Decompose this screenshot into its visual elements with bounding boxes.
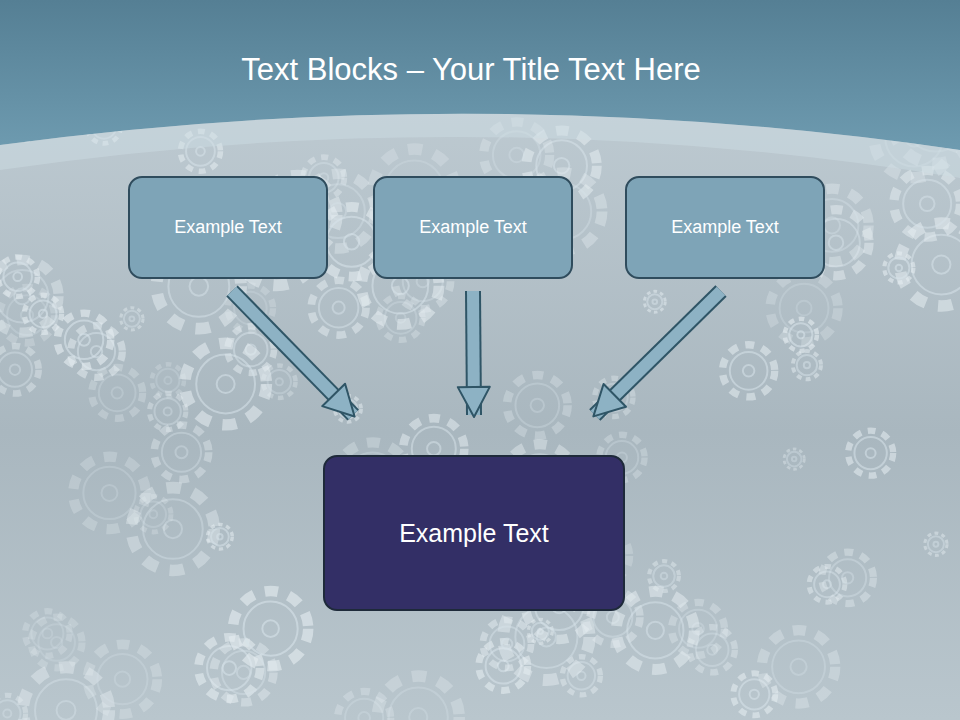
arrow-body [595,291,721,415]
gear [185,343,267,425]
gear [784,449,804,469]
gear [208,524,233,549]
gear [884,253,913,282]
gear [507,375,568,436]
gear [311,280,366,335]
gear [483,620,531,668]
gear [616,591,694,669]
arrow-body [473,291,474,415]
gear [71,326,123,378]
gear [31,617,82,668]
gear [848,431,893,476]
gear [263,366,295,398]
flow-arrow [473,291,474,415]
band-edge [0,114,960,178]
gear [809,566,845,602]
block-text: Example Text [419,217,527,238]
gear [562,657,600,695]
gear [894,170,960,237]
gear [214,642,274,702]
block-text: Example Text [671,217,779,238]
arrow-outline [595,291,721,415]
gear [0,257,37,297]
gear [0,695,26,720]
arrow-outline [232,291,353,415]
arrow-outline [473,291,474,415]
gear [131,488,214,571]
gear [154,425,208,479]
gear [672,602,725,655]
gear [822,552,874,604]
text-block: Example Text [128,176,328,279]
gear [233,591,308,666]
gear [723,345,775,397]
block-text: Example Text [174,217,282,238]
gear [121,308,143,330]
gear [149,393,185,429]
gear-texture [0,77,960,720]
gear [762,630,835,703]
gear [136,497,171,532]
gear [644,291,665,312]
result-box: Example Text [323,455,625,611]
slide-title: Text Blocks – Your Title Text Here [0,52,942,88]
gear [0,346,39,394]
block-text: Example Text [399,519,549,548]
gear [57,313,110,366]
gear [88,644,158,714]
gear [793,351,821,379]
flow-arrow [595,291,721,415]
flow-arrow [232,291,353,415]
gear [377,676,459,720]
gear [770,274,838,342]
arrow-body [232,291,353,415]
text-block: Example Text [625,176,825,279]
text-block: Example Text [373,176,573,279]
gear [925,533,947,555]
